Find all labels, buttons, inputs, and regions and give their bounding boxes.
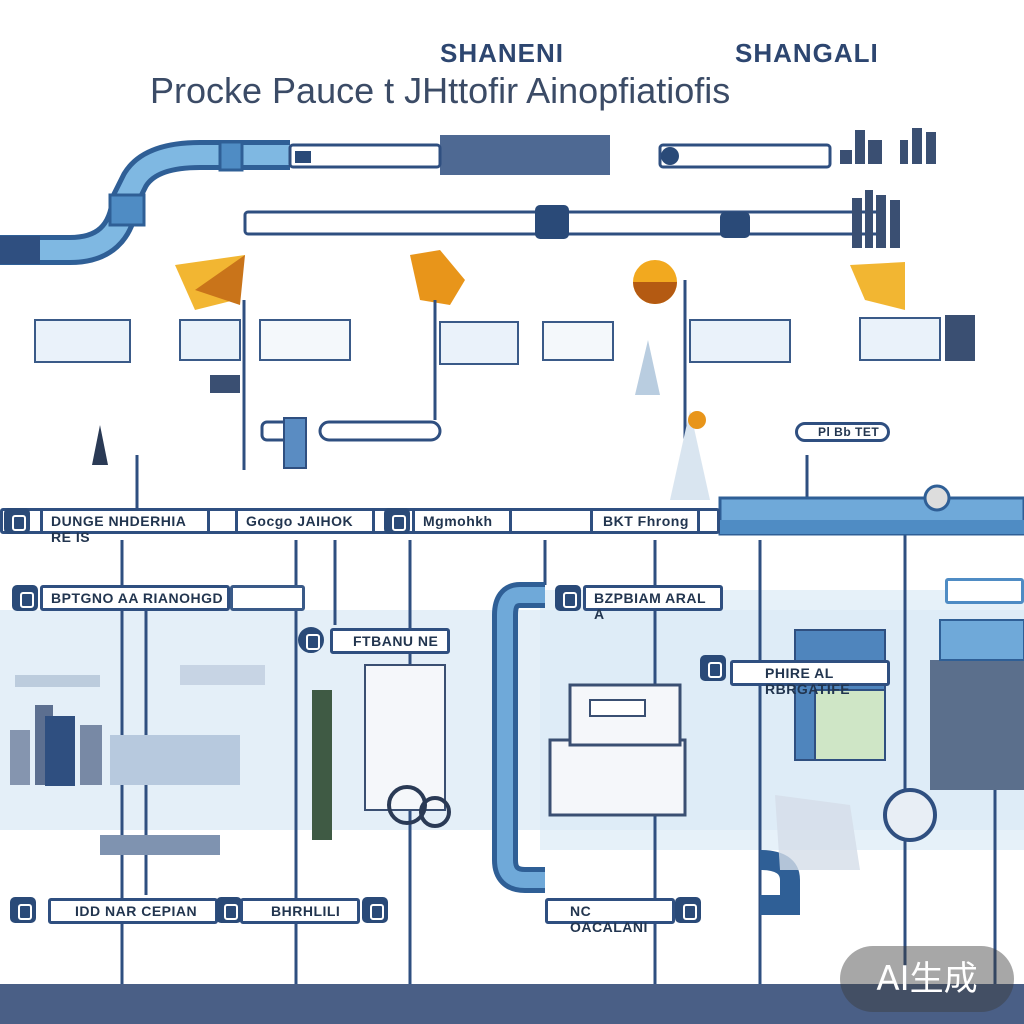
row1-label-d: BKT Fhrong (603, 513, 689, 529)
gold-accents (175, 250, 905, 310)
row1-label-b-box: Gocgo JAIHOK (235, 508, 375, 534)
row2-label-b: FTBANU NE (353, 633, 439, 649)
row2-label-d-box: PHIRE AL RBRGATIFE (730, 660, 890, 697)
icon-clusters (34, 315, 975, 393)
row2-label-b-box: FTBANU NE (330, 628, 450, 654)
row2-bar-tail (230, 585, 305, 611)
ai-generated-watermark: AI生成 (840, 946, 1014, 1012)
row2-badge-b (298, 627, 324, 653)
row2-label-a-box: BPTGNO AA RIANOHGD (40, 585, 230, 611)
row3-label-a: IDD NAR CEPIAN (75, 903, 198, 919)
row3-badge-a (10, 897, 36, 923)
main-title: Procke Pauce t JHttofir Ainopfiatiofis (150, 70, 731, 111)
row1-label-a: DUNGE NHDERHIA RE IS (51, 513, 186, 545)
row2-badge-a (12, 585, 38, 611)
row1-badge-a (4, 508, 30, 534)
top-pipe (0, 140, 290, 265)
row2-label-d: PHIRE AL RBRGATIFE (765, 665, 851, 697)
row3-badge-c (362, 897, 388, 923)
row1-label-b: Gocgo JAIHOK (246, 513, 354, 529)
top-right-pill-label: Pl Bb TET (818, 425, 880, 439)
upper-pills (260, 417, 442, 469)
row2-badge-c (555, 585, 581, 611)
bottom-band (0, 984, 1024, 1024)
row3-badge-b (216, 897, 242, 923)
row3-label-c-box: NC OACALANI (545, 898, 675, 935)
row2-badge-d (700, 655, 726, 681)
spire-icon (92, 425, 108, 465)
row2-right-box (945, 578, 1024, 604)
row2-label-c: BZPBIAM ARAL A (594, 590, 706, 622)
row1-label-c: Mgmohkh (423, 513, 493, 529)
row2-label-a: BPTGNO AA RIANOHGD (51, 590, 224, 606)
row2-label-c-box: BZPBIAM ARAL A (583, 585, 723, 622)
header-left-title: SHANENI (440, 38, 565, 68)
row3-label-a-box: IDD NAR CEPIAN (48, 898, 218, 924)
right-machines (775, 619, 1024, 870)
top-skyline (440, 128, 936, 248)
row1-label-d-box: BKT Fhrong (590, 508, 700, 534)
row1-label-a-box: DUNGE NHDERHIA RE IS (40, 508, 210, 545)
left-city (10, 665, 265, 855)
row3-label-b: BHRHLILI (271, 903, 341, 919)
right-pipe (718, 484, 1024, 536)
row1-label-c-box: Mgmohkh (412, 508, 512, 534)
row1-badge-b (384, 508, 410, 534)
top-right-pill: Pl Bb TET (795, 422, 890, 442)
row3-label-c: NC OACALANI (570, 903, 648, 935)
header-right-title: SHANGALI (735, 38, 879, 68)
tower-icon (635, 340, 710, 500)
middle-docs (312, 664, 687, 840)
top-bars (243, 143, 882, 239)
row3-badge-d (675, 897, 701, 923)
row3-label-b-box: BHRHLILI (240, 898, 360, 924)
